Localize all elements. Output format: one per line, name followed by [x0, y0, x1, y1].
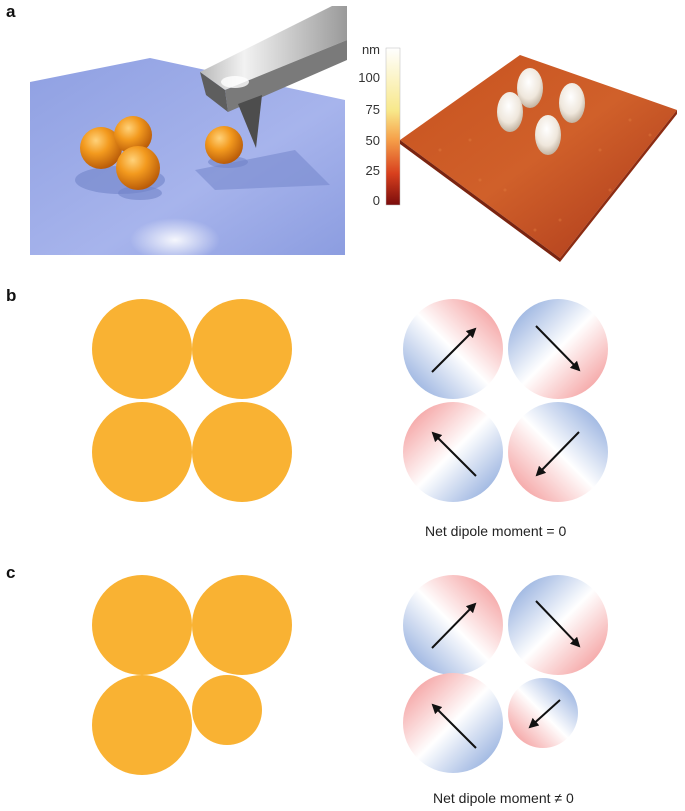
height-colorbar [385, 47, 401, 206]
colorbar-tick: 0 [372, 193, 380, 208]
colorbar-tick: 75 [365, 102, 380, 117]
afm-particle-bump [559, 83, 585, 123]
gold-particle [114, 116, 152, 154]
afm-cantilever-top [200, 6, 347, 90]
afm-cantilever-side [200, 72, 228, 112]
dipole-arrow [535, 600, 581, 648]
particle [192, 299, 292, 399]
particle [192, 402, 292, 502]
tip-shadow [195, 150, 330, 190]
afm-particle-bump [517, 68, 543, 108]
afm-illustration [30, 6, 347, 262]
afm-topography-image [400, 55, 677, 262]
dipole-particle [403, 299, 503, 399]
afm-cantilever-front [225, 40, 347, 112]
particle [92, 675, 192, 775]
caption-net-dipole-nonzero: Net dipole moment ≠ 0 [433, 790, 574, 806]
panel-label-a: a [6, 2, 16, 21]
afm-particle-bump [535, 115, 561, 155]
tetramer-symmetric [92, 299, 292, 502]
dipole-asymmetric [403, 575, 608, 773]
substrate [30, 58, 345, 255]
gold-particle [116, 146, 160, 190]
caption-net-dipole-zero: Net dipole moment = 0 [425, 523, 567, 539]
dipole-arrow-small [528, 699, 561, 729]
small-dipole-particle [508, 678, 578, 748]
gold-particle [80, 127, 122, 169]
dipole-arrow [535, 325, 581, 372]
particle [192, 575, 292, 675]
gold-particle [205, 126, 243, 164]
topography-surface [400, 55, 677, 258]
dipole-arrow [431, 703, 477, 749]
cantilever-highlight [221, 76, 249, 88]
colorbar-tick: 100 [358, 70, 380, 85]
dipole-particle [403, 673, 503, 773]
panel-label-b: b [6, 286, 17, 305]
tetramer-asymmetric [92, 575, 292, 775]
colorbar-tick: 25 [365, 163, 380, 178]
afm-tip [238, 95, 262, 148]
particle [92, 402, 192, 502]
dipole-arrow [431, 327, 477, 373]
colorbar-gradient [385, 47, 401, 206]
dipole-particle [508, 402, 608, 502]
dipole-arrow [535, 431, 580, 477]
small-particle [192, 675, 262, 745]
topography-edge [400, 140, 560, 262]
particle-shadow [118, 186, 162, 200]
particle [92, 299, 192, 399]
dipole-arrow [431, 602, 477, 649]
afm-particle-bump [497, 92, 523, 132]
colorbar-tick: 50 [365, 133, 380, 148]
topography-edge [560, 110, 677, 262]
dipole-symmetric [403, 299, 608, 502]
dipole-arrow [431, 431, 477, 477]
particle [92, 575, 192, 675]
substrate-glow [130, 218, 220, 262]
colorbar-unit: nm [361, 42, 380, 57]
dipole-particle [403, 575, 503, 675]
panel-label-c: c [6, 563, 16, 582]
